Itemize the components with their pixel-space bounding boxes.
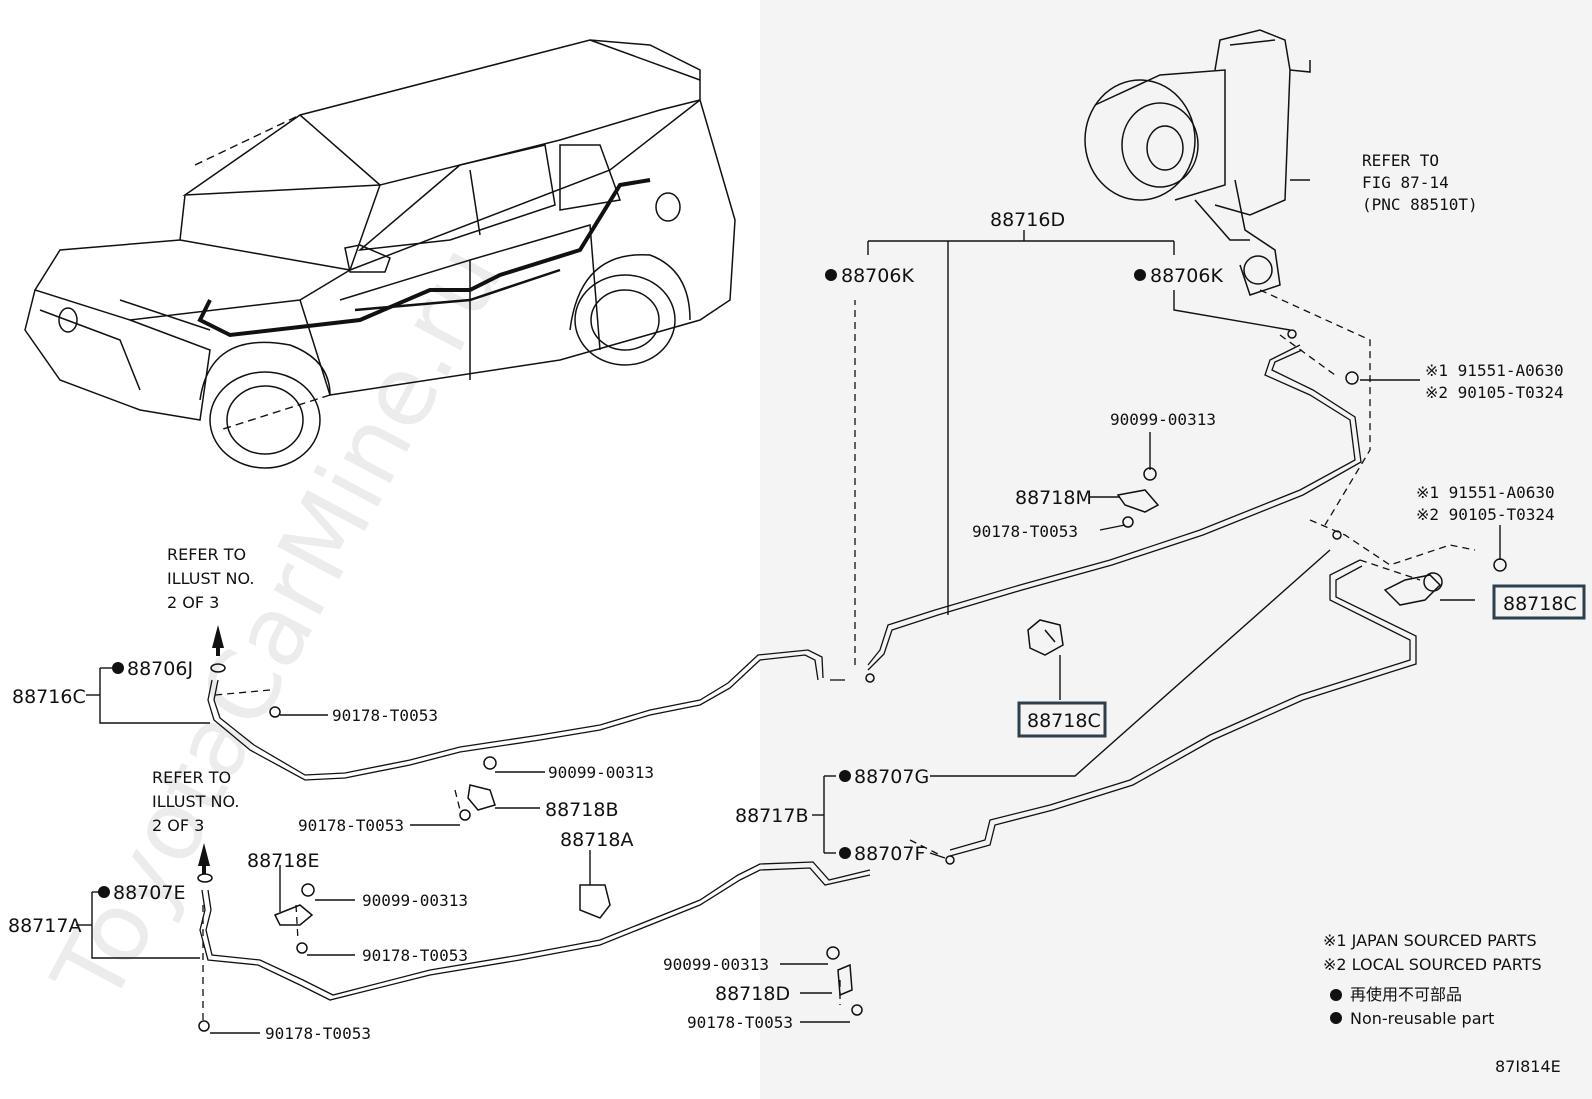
leader-lines (76, 230, 1501, 1034)
legend-note-local: ※2 LOCAL SOURCED PARTS (1323, 955, 1542, 974)
part-90178-A-label[interactable]: 90178-T0053 (265, 1024, 371, 1043)
refer-blower-note[interactable]: REFER TO FIG 87-14 (PNC 88510T) (1362, 151, 1478, 214)
part-88707E-label[interactable]: 88707E (113, 882, 185, 904)
part-90178-B-label[interactable]: 90178-T0053 (298, 816, 404, 835)
part-90178-C-label[interactable]: 90178-T0053 (332, 706, 438, 725)
legend: ※1 JAPAN SOURCED PARTS ※2 LOCAL SOURCED … (1323, 931, 1542, 1028)
svg-text:(PNC 88510T): (PNC 88510T) (1362, 195, 1478, 214)
part-88718M-label[interactable]: 88718M (1015, 487, 1092, 509)
part-88718D-label[interactable]: 88718D (715, 983, 790, 1005)
pipe-routing (199, 344, 1417, 1001)
highlight-box-88718C-right (1492, 584, 1586, 620)
svg-text:REFER TO: REFER TO (167, 545, 246, 564)
svg-text:REFER TO: REFER TO (152, 768, 231, 787)
part-90099-upper-label[interactable]: 90099-00313 (1110, 410, 1216, 429)
part-91551-upper-label[interactable]: ※1 91551-A0630 (1425, 361, 1564, 380)
part-88716D-label[interactable]: 88716D (990, 209, 1065, 231)
legend-nonreusable-en: Non-reusable part (1350, 1009, 1494, 1028)
part-90178-D-label[interactable]: 90178-T0053 (687, 1013, 793, 1032)
part-88707F-label[interactable]: 88707F (854, 843, 925, 865)
svg-text:ILLUST NO.: ILLUST NO. (167, 569, 254, 588)
svg-text:FIG 87-14: FIG 87-14 (1362, 173, 1449, 192)
part-90099-B-label[interactable]: 90099-00313 (548, 763, 654, 782)
legend-nonreusable-jp: 再使用不可部品 (1350, 985, 1462, 1004)
svg-text:2 OF 3: 2 OF 3 (167, 593, 219, 612)
refer-illust-upper-note[interactable]: REFER TO ILLUST NO. 2 OF 3 (167, 545, 254, 612)
svg-text:2 OF 3: 2 OF 3 (152, 816, 204, 835)
part-88718C-center-label[interactable]: 88718C (1027, 710, 1101, 732)
rear-blower-unit-illustration (1084, 29, 1311, 296)
legend-note-japan: ※1 JAPAN SOURCED PARTS (1323, 931, 1537, 950)
small-parts (197, 329, 1507, 1032)
part-88717B-label[interactable]: 88717B (735, 805, 808, 827)
part-90105-lower-label[interactable]: ※2 90105-T0324 (1416, 505, 1555, 524)
part-88718B-label[interactable]: 88718B (545, 799, 618, 821)
part-90099-E-label[interactable]: 90099-00313 (362, 891, 468, 910)
part-88706K-left-label[interactable]: 88706K (841, 265, 914, 287)
svg-text:REFER TO: REFER TO (1362, 151, 1439, 170)
part-90178-M-label[interactable]: 90178-T0053 (972, 522, 1078, 541)
part-91551-lower-label[interactable]: ※1 91551-A0630 (1416, 483, 1555, 502)
part-88717A-label[interactable]: 88717A (8, 915, 81, 937)
vehicle-illustration (24, 39, 736, 469)
svg-text:ILLUST NO.: ILLUST NO. (152, 792, 239, 811)
non-reusable-markers (98, 269, 1342, 1024)
part-88706J-label[interactable]: 88706J (127, 658, 193, 680)
part-90099-D-label[interactable]: 90099-00313 (663, 955, 769, 974)
part-90105-upper-label[interactable]: ※2 90105-T0324 (1425, 383, 1564, 402)
part-90178-E-label[interactable]: 90178-T0053 (362, 946, 468, 965)
highlight-box-88718C-center (1017, 701, 1107, 738)
part-88718E-label[interactable]: 88718E (247, 850, 319, 872)
part-88716C-label[interactable]: 88716C (12, 686, 86, 708)
alignment-dashed-lines (202, 289, 1476, 1020)
part-88706K-right-label[interactable]: 88706K (1150, 265, 1223, 287)
part-88707G-label[interactable]: 88707G (854, 766, 929, 788)
diagram-code: 87I814E (1495, 1057, 1561, 1076)
part-88718C-right-label[interactable]: 88718C (1503, 593, 1577, 615)
refer-illust-lower-note[interactable]: REFER TO ILLUST NO. 2 OF 3 (152, 768, 239, 835)
part-88718A-label[interactable]: 88718A (560, 829, 633, 851)
